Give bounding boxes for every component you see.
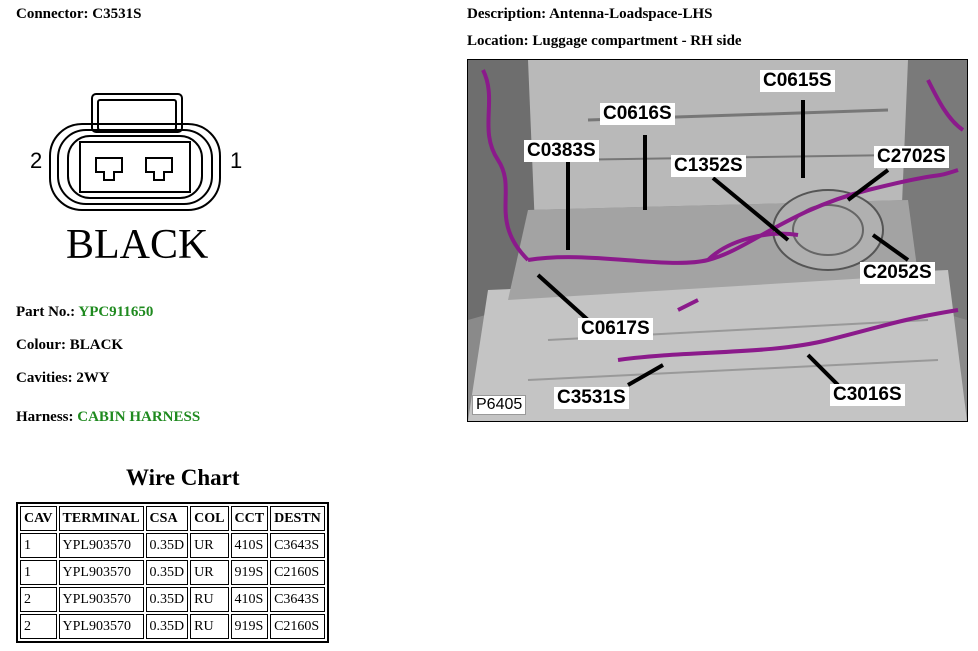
callout-c0383s: C0383S bbox=[524, 140, 599, 162]
cell-destn: C2160S bbox=[270, 560, 325, 585]
description-line: Description: Antenna-Loadspace-LHS bbox=[467, 6, 712, 23]
connector-line: Connector: C3531S bbox=[16, 6, 141, 23]
cell-csa: 0.35D bbox=[145, 560, 189, 585]
callout-c0616s: C0616S bbox=[600, 103, 675, 125]
colour-label: Colour: bbox=[16, 337, 66, 353]
cell-terminal: YPL903570 bbox=[58, 587, 144, 612]
location-line: Location: Luggage compartment - RH side bbox=[467, 33, 742, 50]
wire-chart-header-row: CAV TERMINAL CSA COL CCT DESTN bbox=[20, 506, 325, 531]
table-row: 1 YPL903570 0.35D UR 919S C2160S bbox=[20, 560, 325, 585]
callout-c2702s: C2702S bbox=[874, 146, 949, 168]
cell-cav: 2 bbox=[20, 587, 57, 612]
harness-line: Harness: CABIN HARNESS bbox=[16, 409, 200, 426]
cell-destn: C3643S bbox=[270, 587, 325, 612]
cell-cav: 1 bbox=[20, 533, 57, 558]
table-row: 2 YPL903570 0.35D RU 919S C2160S bbox=[20, 614, 325, 639]
cell-destn: C3643S bbox=[270, 533, 325, 558]
location-value: Luggage compartment - RH side bbox=[532, 33, 742, 49]
cell-col: RU bbox=[190, 614, 229, 639]
wire-chart-title: Wire Chart bbox=[126, 465, 240, 490]
cell-col: UR bbox=[190, 560, 229, 585]
description-value: Antenna-Loadspace-LHS bbox=[549, 6, 713, 22]
pin-1-label: 1 bbox=[230, 148, 242, 173]
description-label: Description: bbox=[467, 6, 547, 22]
cell-cct: 410S bbox=[230, 533, 269, 558]
col-header-csa: CSA bbox=[145, 506, 189, 531]
callout-c1352s: C1352S bbox=[671, 155, 746, 177]
table-row: 1 YPL903570 0.35D UR 410S C3643S bbox=[20, 533, 325, 558]
part-number-line: Part No.: YPC911650 bbox=[16, 304, 153, 321]
location-label: Location: bbox=[467, 33, 529, 49]
callout-c3016s: C3016S bbox=[830, 384, 905, 406]
cell-col: RU bbox=[190, 587, 229, 612]
wire-chart-table: CAV TERMINAL CSA COL CCT DESTN 1 YPL9035… bbox=[16, 502, 329, 643]
col-header-col: COL bbox=[190, 506, 229, 531]
callout-c0615s: C0615S bbox=[760, 70, 835, 92]
harness-link[interactable]: CABIN HARNESS bbox=[77, 409, 201, 425]
colour-line: Colour: BLACK bbox=[16, 337, 123, 354]
cell-csa: 0.35D bbox=[145, 614, 189, 639]
cell-cav: 2 bbox=[20, 614, 57, 639]
col-header-cav: CAV bbox=[20, 506, 57, 531]
callout-c2052s: C2052S bbox=[860, 262, 935, 284]
table-row: 2 YPL903570 0.35D RU 410S C3643S bbox=[20, 587, 325, 612]
col-header-destn: DESTN bbox=[270, 506, 325, 531]
cavities-label: Cavities: bbox=[16, 370, 73, 386]
part-number-label: Part No.: bbox=[16, 304, 76, 320]
location-photo: C0615S C0616S C0383S C1352S C2702S C2052… bbox=[467, 59, 968, 422]
cell-cav: 1 bbox=[20, 560, 57, 585]
connector-color-text: BLACK bbox=[66, 222, 208, 266]
cavities-value: 2WY bbox=[76, 370, 110, 386]
cavities-line: Cavities: 2WY bbox=[16, 370, 110, 387]
cell-cct: 410S bbox=[230, 587, 269, 612]
cell-cct: 919S bbox=[230, 614, 269, 639]
cell-terminal: YPL903570 bbox=[58, 560, 144, 585]
cell-cct: 919S bbox=[230, 560, 269, 585]
callout-c3531s: C3531S bbox=[554, 387, 629, 409]
cell-csa: 0.35D bbox=[145, 587, 189, 612]
loadspace-illustration bbox=[468, 60, 967, 421]
col-header-terminal: TERMINAL bbox=[58, 506, 144, 531]
photo-reference-code: P6405 bbox=[472, 395, 527, 415]
cell-destn: C2160S bbox=[270, 614, 325, 639]
part-number-link[interactable]: YPC911650 bbox=[78, 304, 154, 320]
cell-csa: 0.35D bbox=[145, 533, 189, 558]
cell-col: UR bbox=[190, 533, 229, 558]
connector-id: C3531S bbox=[92, 6, 142, 22]
pin-2-label: 2 bbox=[30, 148, 42, 173]
connector-face-diagram: 2 1 BLACK bbox=[30, 93, 242, 266]
colour-value: BLACK bbox=[69, 337, 124, 353]
harness-label: Harness: bbox=[16, 409, 74, 425]
cell-terminal: YPL903570 bbox=[58, 533, 144, 558]
callout-c0617s: C0617S bbox=[578, 318, 653, 340]
col-header-cct: CCT bbox=[230, 506, 269, 531]
connector-label: Connector: bbox=[16, 6, 89, 22]
cell-terminal: YPL903570 bbox=[58, 614, 144, 639]
